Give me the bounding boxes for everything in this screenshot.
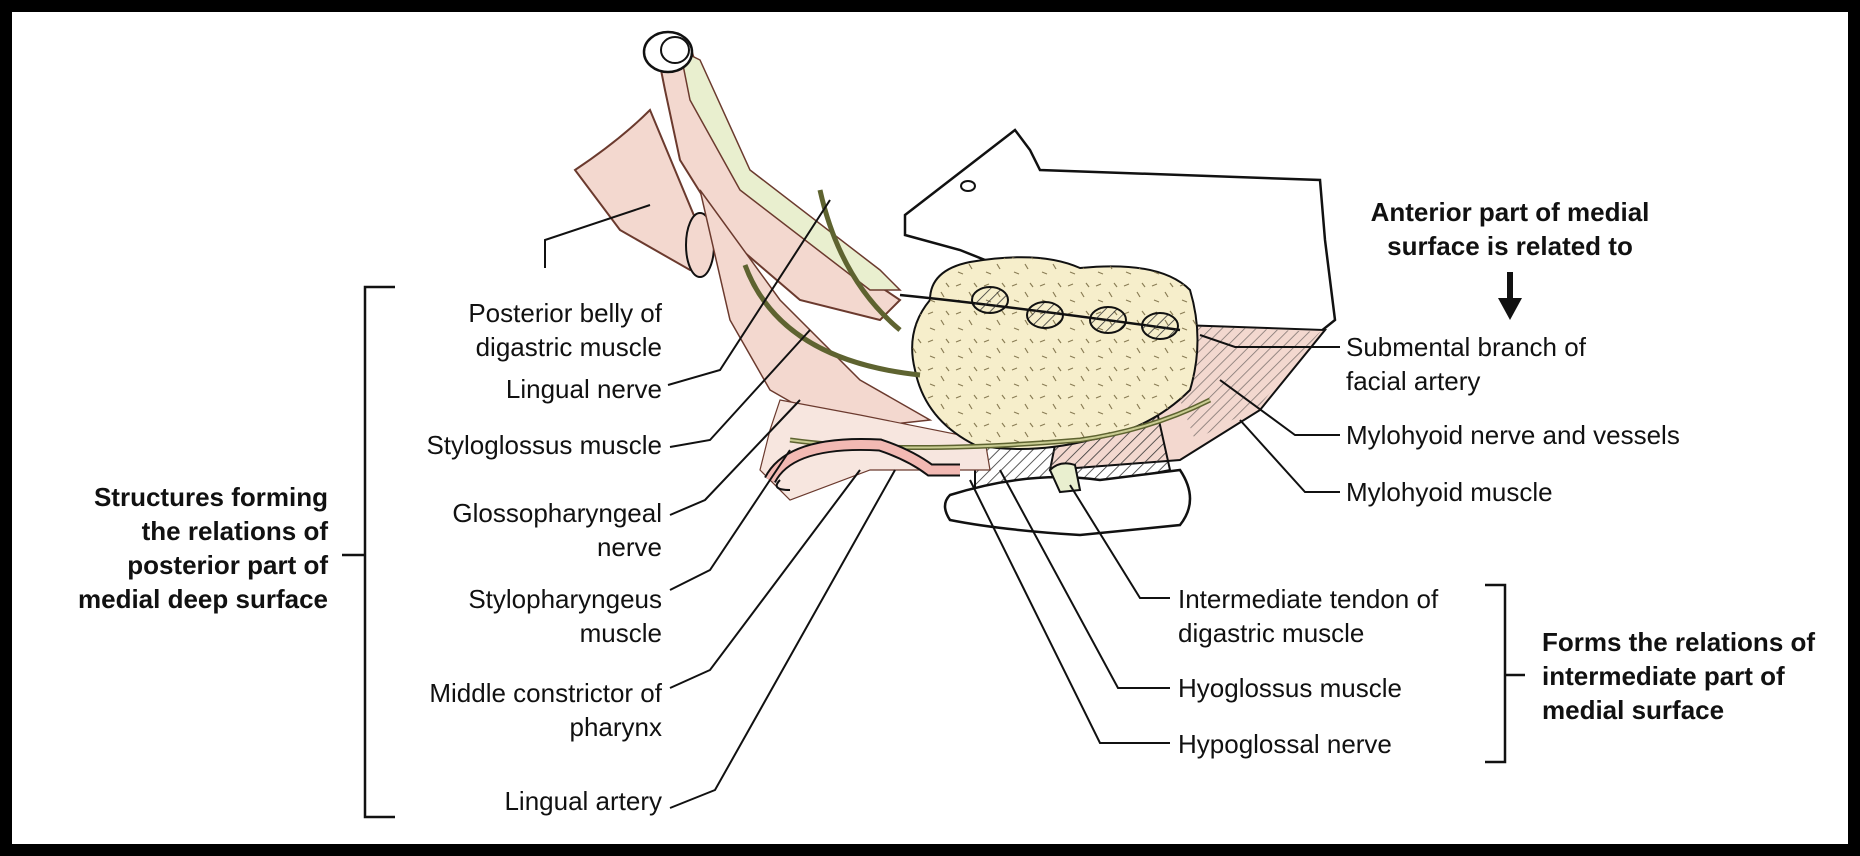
- label-line: muscle: [468, 616, 662, 650]
- anterior-part-caption: Anterior part of medial surface is relat…: [1350, 195, 1670, 263]
- label-line: Glossopharyngeal: [452, 496, 662, 530]
- label-line: Middle constrictor of: [429, 676, 662, 710]
- label-line: Submental branch of: [1346, 330, 1586, 364]
- label-mylohyoid-muscle: Mylohyoid muscle: [1346, 475, 1553, 509]
- label-hypoglossal: Hypoglossal nerve: [1178, 727, 1392, 761]
- caption-line: medial deep surface: [78, 582, 328, 616]
- label-line: digastric muscle: [468, 330, 662, 364]
- label-middle-constrictor: Middle constrictor of pharynx: [429, 676, 662, 744]
- caption-line: intermediate part of: [1542, 659, 1815, 693]
- lymph-node-4: [1142, 313, 1178, 339]
- label-line: facial artery: [1346, 364, 1586, 398]
- label-line: Posterior belly of: [468, 296, 662, 330]
- label-intermediate-tendon: Intermediate tendon of digastric muscle: [1178, 582, 1438, 650]
- caption-line: posterior part of: [78, 548, 328, 582]
- caption-line: medial surface: [1542, 693, 1815, 727]
- label-line: Intermediate tendon of: [1178, 582, 1438, 616]
- label-line: Hyoglossus muscle: [1178, 671, 1402, 705]
- caption-line: Structures forming: [78, 480, 328, 514]
- label-line: Stylopharyngeus: [468, 582, 662, 616]
- label-line: Hypoglossal nerve: [1178, 727, 1392, 761]
- label-line: Lingual artery: [504, 784, 662, 818]
- label-styloglossus: Styloglossus muscle: [426, 428, 662, 462]
- lymph-node-1: [972, 287, 1008, 313]
- right-group-caption: Forms the relations of intermediate part…: [1542, 625, 1815, 727]
- caption-line: Anterior part of medial: [1350, 195, 1670, 229]
- label-line: Mylohyoid muscle: [1346, 475, 1553, 509]
- label-line: Mylohyoid nerve and vessels: [1346, 418, 1680, 452]
- label-mylohyoid-nerve: Mylohyoid nerve and vessels: [1346, 418, 1680, 452]
- left-bracket: [342, 287, 395, 817]
- label-lingual-artery: Lingual artery: [504, 784, 662, 818]
- caption-line: the relations of: [78, 514, 328, 548]
- mylohyoid-hatch: [1180, 325, 1320, 440]
- label-line: Lingual nerve: [506, 372, 662, 406]
- label-stylopharyngeus: Stylopharyngeus muscle: [468, 582, 662, 650]
- label-glossopharyngeal: Glossopharyngeal nerve: [452, 496, 662, 564]
- label-hyoglossus: Hyoglossus muscle: [1178, 671, 1402, 705]
- lymph-node-2: [1027, 302, 1063, 328]
- label-line: pharynx: [429, 710, 662, 744]
- label-submental: Submental branch of facial artery: [1346, 330, 1586, 398]
- label-line: nerve: [452, 530, 662, 564]
- lymph-node-3: [1090, 307, 1126, 333]
- left-group-caption: Structures forming the relations of post…: [78, 480, 328, 616]
- label-posterior-belly: Posterior belly of digastric muscle: [468, 296, 662, 364]
- caption-line: surface is related to: [1350, 229, 1670, 263]
- leader-lingual-artery: [670, 470, 895, 808]
- down-arrow-head: [1498, 298, 1522, 320]
- label-line: Styloglossus muscle: [426, 428, 662, 462]
- label-line: digastric muscle: [1178, 616, 1438, 650]
- right-bracket: [1485, 585, 1525, 762]
- caption-line: Forms the relations of: [1542, 625, 1815, 659]
- label-lingual-nerve: Lingual nerve: [506, 372, 662, 406]
